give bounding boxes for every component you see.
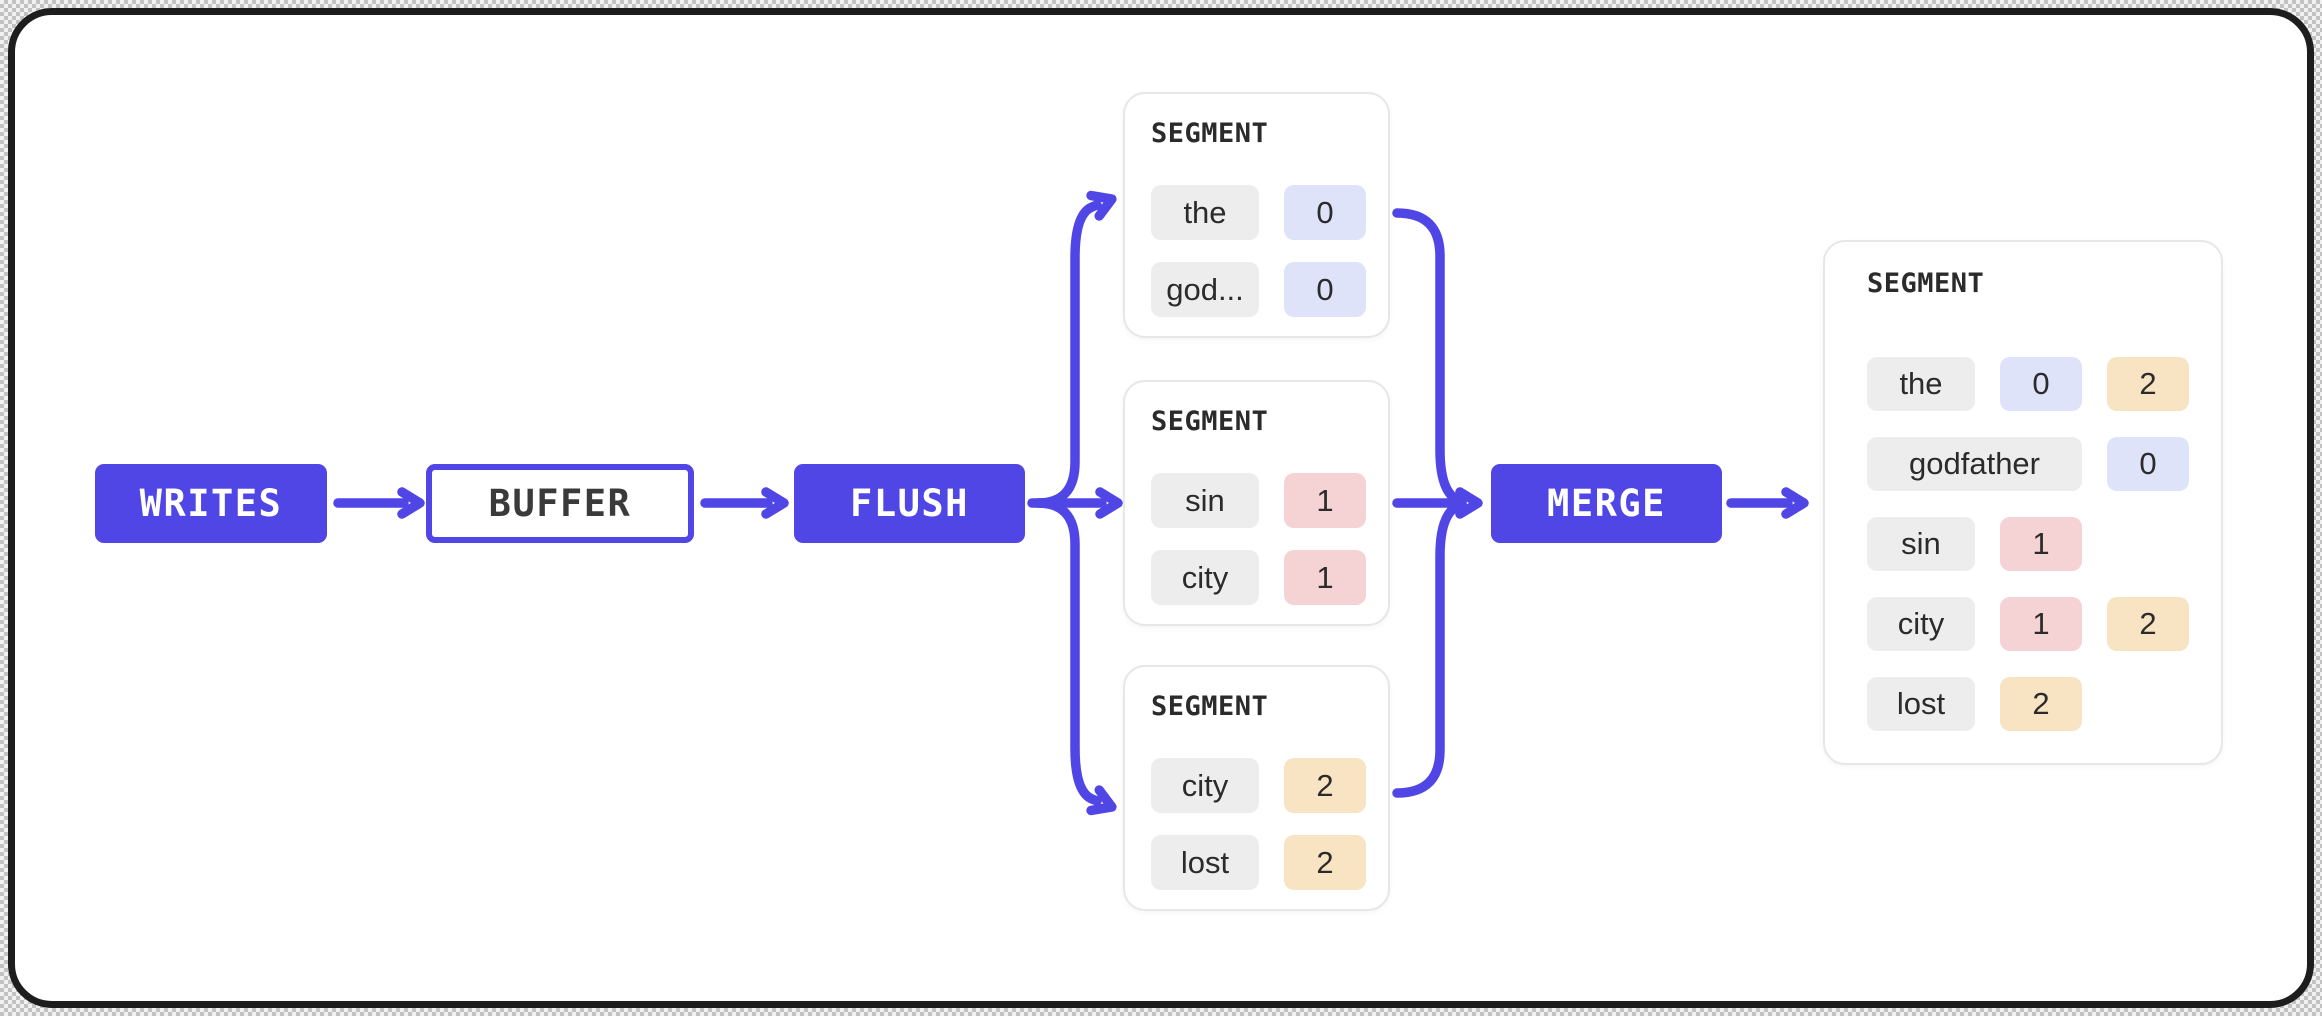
term-chip: city	[1151, 758, 1259, 813]
term-chip: the	[1151, 185, 1259, 240]
segment-card-1-title: SEGMENT	[1151, 118, 1269, 149]
term-chip: godfather	[1867, 437, 2082, 491]
term-chip: sin	[1867, 517, 1975, 571]
segment-card-3-title: SEGMENT	[1151, 691, 1269, 722]
docid-chip: 0	[2107, 437, 2189, 491]
term-chip: sin	[1151, 473, 1259, 528]
node-buffer: BUFFER	[426, 464, 694, 543]
docid-chip: 0	[1284, 185, 1366, 240]
docid-chip: 1	[2000, 517, 2082, 571]
segment-card-3-rows: city 2 lost 2	[1151, 758, 1366, 890]
docid-chip: 1	[2000, 597, 2082, 651]
node-buffer-label: BUFFER	[488, 482, 632, 525]
docid-chip: 2	[2107, 357, 2189, 411]
docid-chip: 0	[1284, 262, 1366, 317]
merged-segment-rows: the 0 2 godfather 0 sin 1 city 1 2 lost …	[1867, 357, 2189, 731]
docid-chip: 2	[1284, 835, 1366, 890]
docid-chip: 1	[1284, 550, 1366, 605]
docid-chip: 1	[1284, 473, 1366, 528]
segment-card-2-title: SEGMENT	[1151, 406, 1269, 437]
node-writes: WRITES	[95, 464, 327, 543]
segment-card-2-rows: sin 1 city 1	[1151, 473, 1366, 605]
term-chip: lost	[1151, 835, 1259, 890]
node-merge: MERGE	[1491, 464, 1722, 543]
node-merge-label: MERGE	[1547, 482, 1666, 525]
segment-card-3: SEGMENT city 2 lost 2	[1123, 665, 1390, 911]
merged-segment-card: SEGMENT the 0 2 godfather 0 sin 1 city 1…	[1823, 240, 2223, 765]
term-chip: the	[1867, 357, 1975, 411]
node-flush-label: FLUSH	[850, 482, 969, 525]
node-flush: FLUSH	[794, 464, 1025, 543]
segment-card-1: SEGMENT the 0 god... 0	[1123, 92, 1390, 338]
term-chip: city	[1151, 550, 1259, 605]
term-chip: city	[1867, 597, 1975, 651]
docid-chip: 2	[2000, 677, 2082, 731]
term-chip: god...	[1151, 262, 1259, 317]
docid-chip: 2	[2107, 597, 2189, 651]
docid-chip: 0	[2000, 357, 2082, 411]
segment-card-2: SEGMENT sin 1 city 1	[1123, 380, 1390, 626]
merged-segment-title: SEGMENT	[1867, 268, 1985, 299]
docid-chip: 2	[1284, 758, 1366, 813]
segment-card-1-rows: the 0 god... 0	[1151, 185, 1366, 317]
term-chip: lost	[1867, 677, 1975, 731]
node-writes-label: WRITES	[139, 482, 283, 525]
